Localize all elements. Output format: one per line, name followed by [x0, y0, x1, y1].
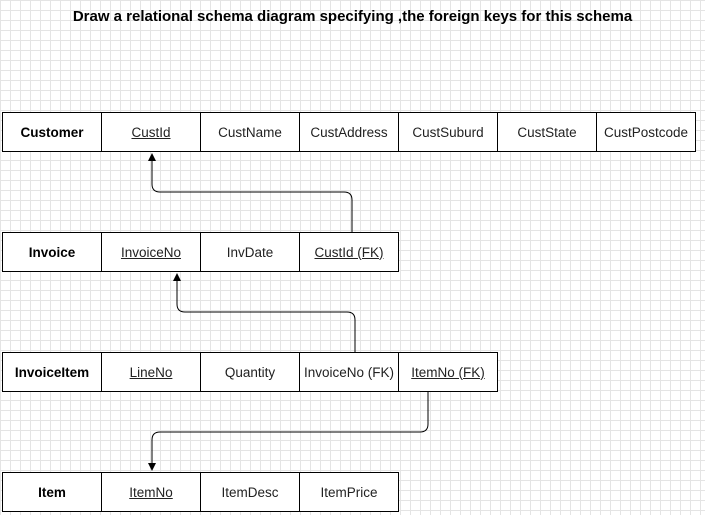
attribute-cell: CustState [497, 112, 597, 152]
table-name: InvoiceItem [2, 352, 102, 392]
attribute-cell: CustAddress [299, 112, 399, 152]
table-customer: Customer CustId CustName CustAddress Cus… [2, 112, 696, 152]
attribute-cell: Quantity [200, 352, 300, 392]
table-item: Item ItemNo ItemDesc ItemPrice [2, 472, 399, 512]
attribute-cell: CustPostcode [596, 112, 696, 152]
diagram-title: Draw a relational schema diagram specify… [72, 8, 633, 25]
arrowhead-icon [148, 153, 156, 161]
table-name: Invoice [2, 232, 102, 272]
attribute-cell: CustId [101, 112, 201, 152]
fk-arrow-invoice-customer [151, 160, 353, 232]
table-invoiceitem: InvoiceItem LineNo Quantity InvoiceNo (F… [2, 352, 498, 392]
attribute-cell: CustName [200, 112, 300, 152]
attribute-cell: ItemNo [101, 472, 201, 512]
attribute-cell: ItemDesc [200, 472, 300, 512]
attribute-cell: InvDate [200, 232, 300, 272]
attribute-cell: InvoiceNo [101, 232, 201, 272]
attribute-cell: LineNo [101, 352, 201, 392]
arrowhead-icon [173, 273, 181, 281]
table-invoice: Invoice InvoiceNo InvDate CustId (FK) [2, 232, 399, 272]
fk-arrow-invoiceitem-item [151, 392, 429, 464]
attribute-cell: CustId (FK) [299, 232, 399, 272]
fk-arrow-invoiceitem-invoice [176, 280, 356, 352]
attribute-cell: ItemPrice [299, 472, 399, 512]
attribute-cell: CustSuburd [398, 112, 498, 152]
attribute-cell: InvoiceNo (FK) [299, 352, 399, 392]
attribute-cell: ItemNo (FK) [398, 352, 498, 392]
arrowhead-icon [148, 463, 156, 471]
table-name: Item [2, 472, 102, 512]
table-name: Customer [2, 112, 102, 152]
